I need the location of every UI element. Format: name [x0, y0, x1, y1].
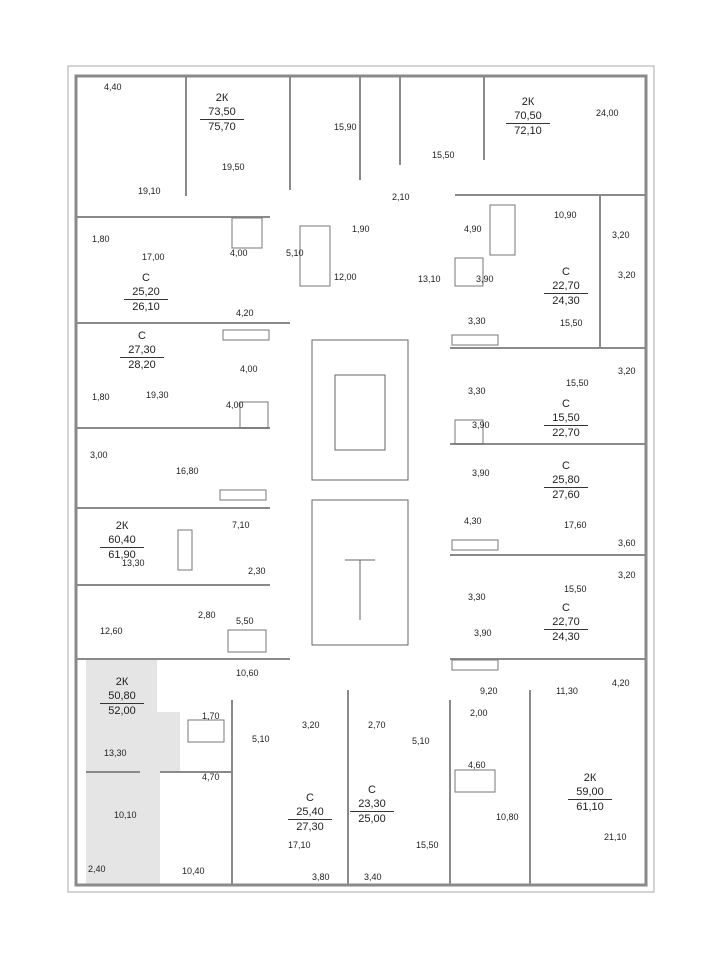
room-area: 3,20 — [618, 570, 636, 580]
room-area: 12,00 — [334, 272, 357, 282]
room-area: 4,00 — [226, 400, 244, 410]
room-area: 2,10 — [392, 192, 410, 202]
room-area: 10,90 — [554, 210, 577, 220]
room-area: 4,90 — [464, 224, 482, 234]
room-area: 13,30 — [104, 748, 127, 758]
room-area: 15,50 — [560, 318, 583, 328]
room-area: 13,30 — [122, 558, 145, 568]
room-area: 16,80 — [176, 466, 199, 476]
room-area: 1,80 — [92, 234, 110, 244]
room-area: 2,00 — [470, 708, 488, 718]
room-area: 15,50 — [566, 378, 589, 388]
room-area: 15,90 — [334, 122, 357, 132]
room-area: 17,10 — [288, 840, 311, 850]
room-area: 3,90 — [472, 468, 490, 478]
room-area: 11,30 — [556, 686, 578, 696]
room-area: 3,20 — [618, 366, 636, 376]
room-area: 10,10 — [114, 810, 137, 820]
room-area: 19,50 — [222, 162, 245, 172]
bath-fixtures — [187, 204, 516, 793]
room-area: 4,60 — [468, 760, 486, 770]
room-area: 17,60 — [564, 520, 587, 530]
room-area: 15,50 — [432, 150, 455, 160]
room-area: 1,80 — [92, 392, 110, 402]
room-area: 3,20 — [612, 230, 630, 240]
room-area: 10,60 — [236, 668, 259, 678]
room-area: 19,10 — [138, 186, 161, 196]
room-area: 3,80 — [312, 872, 330, 882]
room-area: 10,80 — [496, 812, 519, 822]
room-area: 15,50 — [564, 584, 587, 594]
room-area: 3,40 — [364, 872, 382, 882]
room-area: 15,50 — [416, 840, 439, 850]
room-area: 3,30 — [468, 316, 486, 326]
room-area: 12,60 — [100, 626, 123, 636]
room-area: 1,70 — [202, 711, 220, 721]
room-area: 2,30 — [248, 566, 266, 576]
room-area: 19,30 — [146, 390, 169, 400]
outer-facade — [67, 65, 655, 893]
room-area: 4,20 — [236, 308, 254, 318]
room-area: 17,00 — [142, 252, 165, 262]
room-area: 1,90 — [352, 224, 370, 234]
room-area: 24,00 — [596, 108, 619, 118]
room-area: 2,40 — [88, 864, 106, 874]
room-area: 3,90 — [476, 274, 494, 284]
room-area: 2,70 — [368, 720, 386, 730]
room-area: 7,10 — [232, 520, 250, 530]
room-area: 4,70 — [202, 772, 220, 782]
room-area: 3,20 — [618, 270, 636, 280]
room-area: 3,20 — [302, 720, 320, 730]
room-area: 3,90 — [474, 628, 492, 638]
room-area: 5,10 — [412, 736, 430, 746]
room-area: 5,50 — [236, 616, 254, 626]
stair-core — [311, 339, 409, 646]
room-area: 4,40 — [104, 82, 122, 92]
room-area: 4,00 — [230, 248, 248, 258]
room-area: 3,90 — [472, 420, 490, 430]
radiators — [177, 329, 499, 671]
room-area: 5,10 — [286, 248, 304, 258]
room-area: 4,30 — [464, 516, 482, 526]
room-area: 4,20 — [612, 678, 630, 688]
room-area: 3,00 — [90, 450, 108, 460]
room-area: 9,20 — [480, 686, 498, 696]
room-area: 5,10 — [252, 734, 270, 744]
room-area: 10,40 — [182, 866, 205, 876]
room-area: 13,10 — [418, 274, 441, 284]
room-area: 3,60 — [618, 538, 636, 548]
room-area: 4,00 — [240, 364, 258, 374]
room-area: 2,80 — [198, 610, 216, 620]
room-area: 21,10 — [604, 832, 627, 842]
room-area: 3,30 — [468, 386, 486, 396]
room-area: 3,30 — [468, 592, 486, 602]
